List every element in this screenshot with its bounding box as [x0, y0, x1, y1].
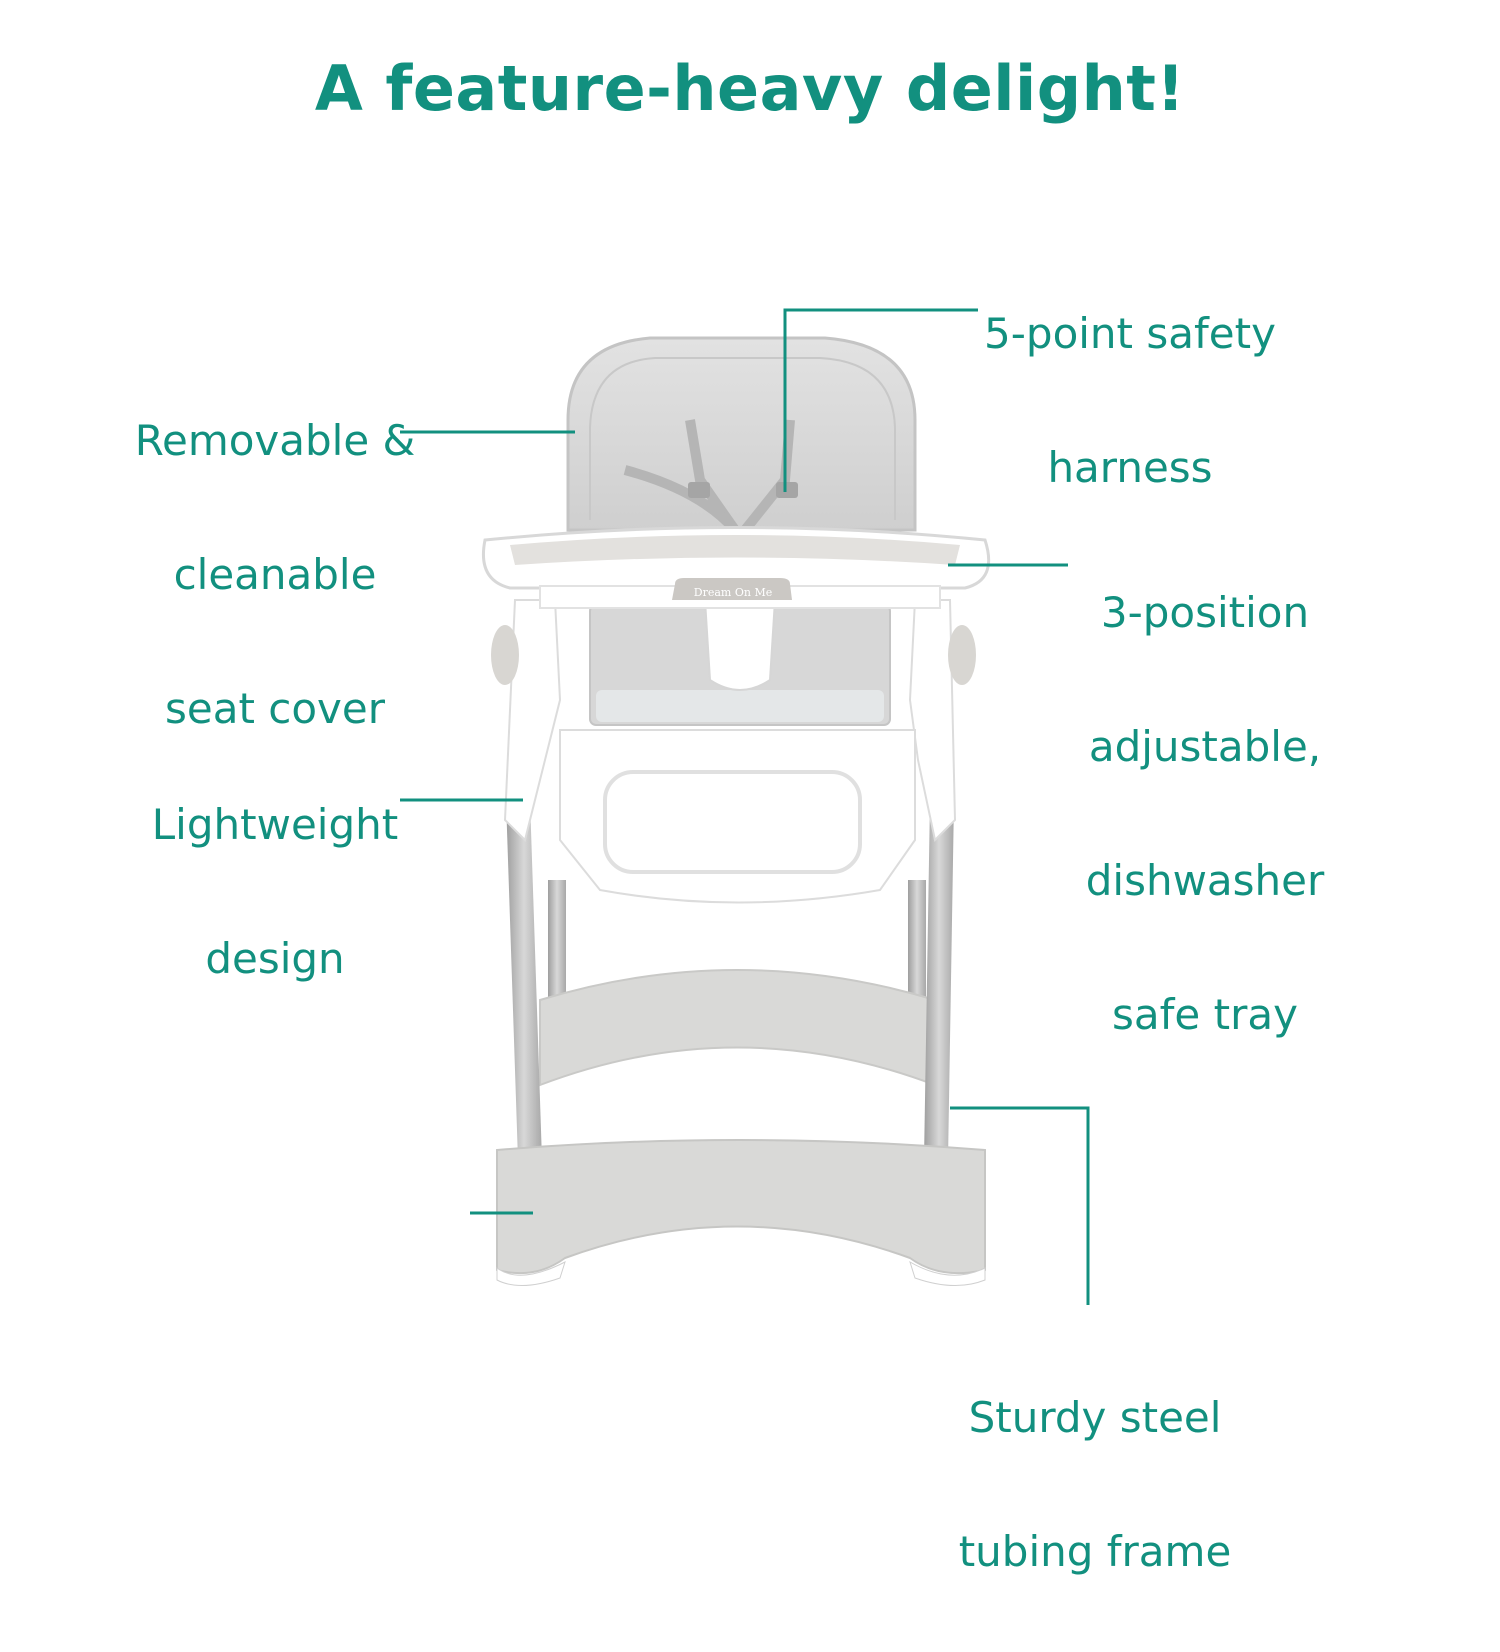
callout-adjustable-tray: 3-position adjustable, dishwasher safe t…	[1070, 512, 1340, 1115]
tray: Dream On Me	[481, 526, 991, 609]
callout-line: dishwasher	[1085, 856, 1325, 905]
callout-line: Sturdy steel	[968, 1393, 1222, 1442]
rear-base-bar	[539, 969, 936, 1087]
seat-pad	[596, 690, 884, 722]
callout-line: 3-position	[1100, 588, 1310, 637]
callout-line: cleanable	[173, 550, 377, 599]
callout-line: 5-point safety	[984, 309, 1276, 358]
callout-lightweight-design: Lightweight design	[130, 724, 420, 1059]
brand-plate	[672, 578, 792, 600]
callout-line: Lightweight	[151, 800, 399, 849]
headline: A feature-heavy delight!	[314, 52, 1186, 125]
high-chair-illustration: Dream On Me	[400, 308, 1090, 1305]
callout-line: safe tray	[1112, 990, 1298, 1039]
front-leg-tubes	[506, 800, 954, 1160]
callout-line: adjustable,	[1088, 722, 1322, 771]
callout-line: tubing frame	[958, 1527, 1232, 1576]
brand-logo-text: Dream On Me	[694, 586, 772, 599]
base-feet	[496, 1260, 986, 1287]
callout-steel-frame: Sturdy steel tubing frame	[935, 1317, 1255, 1652]
callout-removable-seat-cover: Removable & cleanable seat cover	[120, 340, 430, 809]
crotch-post	[703, 599, 777, 691]
callout-safety-harness: 5-point safety harness	[960, 233, 1300, 568]
line-steel	[950, 1106, 1090, 1305]
backrest-stitching	[589, 357, 896, 520]
footrest-opening	[603, 770, 862, 874]
line-harness	[783, 308, 978, 492]
callout-lines	[400, 308, 1090, 1305]
harness-buckles	[688, 482, 798, 498]
callout-line: design	[205, 934, 345, 983]
callout-line: harness	[1047, 443, 1213, 492]
front-base	[496, 1139, 986, 1275]
feature-infographic: A feature-heavy delight!	[120, 52, 1340, 1576]
callout-line: Removable &	[134, 416, 416, 465]
seat-side-frames	[491, 599, 976, 843]
callout-line: seat cover	[164, 684, 386, 733]
